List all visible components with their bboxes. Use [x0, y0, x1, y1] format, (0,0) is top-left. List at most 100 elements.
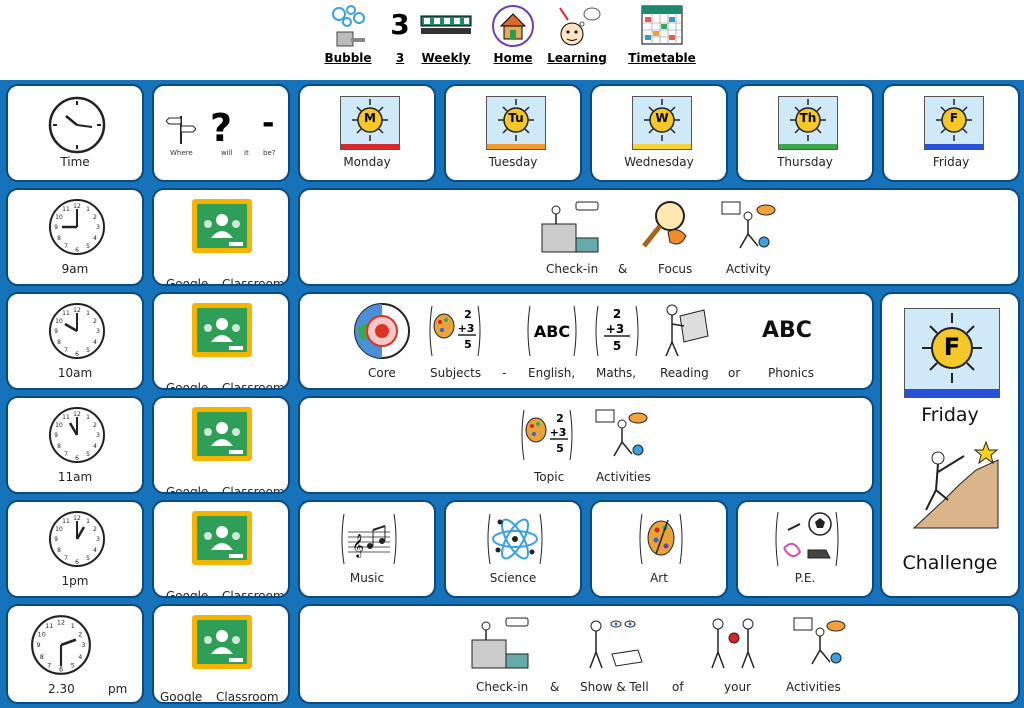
nav-label: Learning: [547, 51, 607, 65]
nav-bubble[interactable]: Bubble: [322, 0, 374, 78]
day-cell-monday[interactable]: M Monday: [298, 84, 436, 182]
day-color-bar: [905, 389, 999, 397]
clock-icon: [48, 96, 106, 154]
day-cell-wednesday[interactable]: W Wednesday: [590, 84, 728, 182]
nav-weekly[interactable]: Weekly: [418, 0, 474, 78]
day-color-bar: [925, 144, 983, 149]
nav-label: Timetable: [628, 51, 696, 65]
activity-word: Maths,: [596, 366, 637, 380]
svg-text:2: 2: [613, 307, 621, 321]
svg-text:10: 10: [55, 318, 63, 325]
svg-text:5: 5: [613, 339, 621, 353]
subject-cell-science[interactable]: Science: [444, 500, 582, 598]
svg-text:1: 1: [86, 310, 90, 317]
day-label: Friday: [932, 155, 970, 169]
svg-text:12: 12: [73, 307, 81, 314]
time-suffix: pm: [108, 682, 128, 696]
subject-label: Music: [349, 571, 385, 585]
signpost-icon: [166, 116, 196, 144]
magnifying-glass-icon: [642, 201, 687, 248]
day-label: Tuesday: [488, 155, 538, 169]
svg-text:3: 3: [96, 536, 100, 543]
svg-text:11: 11: [62, 518, 70, 525]
svg-text:2: 2: [93, 318, 97, 325]
time-header-cell[interactable]: Time: [6, 84, 144, 182]
google-word: Google: [160, 690, 203, 704]
activity-row-2-30pm[interactable]: Check-in & Show & Tell of your Activitie…: [298, 604, 1020, 704]
sun-icon: W: [632, 96, 692, 150]
day-cell-thursday[interactable]: Th Thursday: [736, 84, 874, 182]
svg-text:10: 10: [55, 526, 63, 533]
day-cell-tuesday[interactable]: Tu Tuesday: [444, 84, 582, 182]
svg-text:10: 10: [55, 422, 63, 429]
svg-text:3: 3: [96, 432, 100, 439]
be-word: be?: [263, 149, 276, 157]
nav-home[interactable]: Home: [490, 0, 536, 78]
svg-text:+3: +3: [606, 322, 624, 336]
classroom-word: Classroom: [222, 485, 285, 494]
classroom-word: Classroom: [222, 381, 285, 390]
subjects-palette-maths-icon: 2 +3 5: [429, 305, 481, 357]
svg-text:7: 7: [47, 661, 51, 669]
google-classroom-icon: [192, 199, 252, 253]
day-letter: W: [655, 111, 669, 125]
friday-challenge-cell[interactable]: F Friday Challenge: [880, 292, 1020, 598]
activity-word: Subjects: [430, 366, 482, 380]
svg-text:5: 5: [71, 661, 75, 669]
nav-label: Weekly: [421, 51, 471, 65]
svg-text:9: 9: [54, 224, 58, 231]
activity-row-11am[interactable]: 2 +3 5 Topic Activities: [298, 396, 874, 494]
activity-word: Activities: [786, 680, 841, 694]
will-word: will: [221, 149, 233, 157]
day-letter: Tu: [508, 111, 524, 125]
activity-word: of: [672, 680, 684, 694]
activity-row-10am[interactable]: 2 +3 5 ABC 2 +3 5 ABC Core Subjects - E: [298, 292, 874, 390]
svg-text:12: 12: [73, 515, 81, 522]
day-color-bar: [487, 144, 545, 149]
google-classroom-cell[interactable]: Google Classroom: [152, 292, 290, 390]
subject-cell-pe[interactable]: P.E.: [736, 500, 874, 598]
activity-word: Activity: [726, 262, 771, 276]
nav-learning[interactable]: Learning: [546, 0, 608, 78]
activity-icon: [595, 409, 648, 457]
svg-text:+3: +3: [550, 426, 567, 439]
activity-word: English,: [528, 366, 576, 380]
day-label: Monday: [343, 155, 391, 169]
time-label: 9am: [61, 262, 89, 276]
subject-cell-music[interactable]: 𝄞 Music: [298, 500, 436, 598]
day-cell-friday[interactable]: F Friday: [882, 84, 1020, 182]
art-palette-icon: [639, 513, 683, 565]
number-3-icon: 3: [390, 8, 410, 41]
google-word: Google: [166, 381, 209, 390]
where-will-it-be-cell[interactable]: ? - Where will it be?: [152, 84, 290, 182]
svg-text:3: 3: [96, 224, 100, 231]
nav-timetable[interactable]: Timetable: [624, 0, 700, 78]
svg-text:3: 3: [81, 641, 85, 649]
svg-text:5: 5: [86, 347, 90, 354]
svg-text:3: 3: [96, 328, 100, 335]
svg-text:5: 5: [86, 555, 90, 562]
svg-text:11: 11: [62, 414, 70, 421]
day-label: Thursday: [777, 155, 833, 169]
activity-word: Show & Tell: [580, 680, 649, 694]
google-word: Google: [166, 277, 209, 286]
activity-word: or: [728, 366, 741, 380]
subject-cell-art[interactable]: Art: [590, 500, 728, 598]
activity-row-9am[interactable]: Check-in & Focus Activity: [298, 188, 1020, 286]
nav-three[interactable]: 3 3: [388, 0, 412, 78]
svg-text:ABC: ABC: [534, 322, 570, 341]
google-classroom-icon: [192, 303, 252, 357]
time-label: 1pm: [61, 574, 89, 588]
subject-label: Art: [650, 571, 668, 585]
